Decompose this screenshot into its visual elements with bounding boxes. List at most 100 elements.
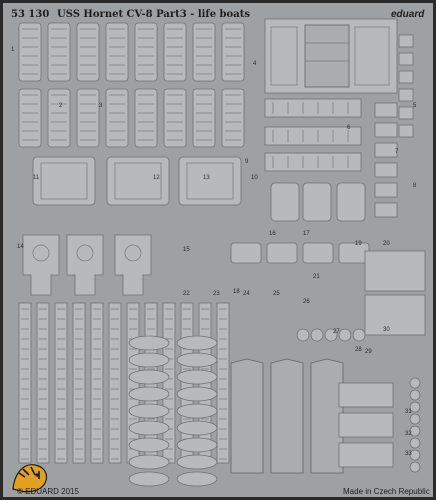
ladder-strip xyxy=(90,302,104,464)
oval-raft xyxy=(128,437,170,453)
oval-raft xyxy=(128,352,170,368)
oval-raft xyxy=(176,352,218,368)
tiger-logo xyxy=(12,464,48,493)
boat-floor-grid xyxy=(221,22,245,82)
part-number: 22 xyxy=(183,291,190,297)
boat-floor-grid xyxy=(134,88,158,148)
small-rack xyxy=(398,34,414,48)
part-number: 29 xyxy=(365,349,372,355)
oval-raft xyxy=(176,420,218,436)
hull-section xyxy=(338,412,394,438)
deck-panel-large xyxy=(264,18,398,94)
hull-section xyxy=(338,442,394,468)
part-number: 28 xyxy=(355,347,362,353)
boat-floor-grid xyxy=(47,88,71,148)
oval-raft xyxy=(176,437,218,453)
boat-floor-grid xyxy=(76,22,100,82)
boat-floor-grid xyxy=(105,22,129,82)
boat-floor-grid xyxy=(134,22,158,82)
oval-raft xyxy=(128,386,170,402)
part-number: 21 xyxy=(313,274,320,280)
boat-floor-grid xyxy=(18,88,42,148)
product-title: USS Hornet CV-8 Part3 - life boats xyxy=(57,9,250,20)
oval-raft xyxy=(176,403,218,419)
seat-frame xyxy=(302,182,332,222)
ladder-strip xyxy=(72,302,86,464)
boat-floor-grid xyxy=(192,22,216,82)
side-bracket xyxy=(374,142,398,158)
side-bracket xyxy=(374,182,398,198)
container-frame xyxy=(364,250,426,292)
part-number: 10 xyxy=(251,175,258,181)
product-number: 53 130 xyxy=(11,9,50,20)
part-number: 6 xyxy=(347,125,351,131)
part-number: 32 xyxy=(405,431,412,437)
part-number: 19 xyxy=(355,241,362,247)
hull-section xyxy=(338,382,394,408)
oval-raft xyxy=(128,369,170,385)
part-number: 4 xyxy=(253,61,257,67)
oval-rafts xyxy=(128,335,218,487)
ladder-strip xyxy=(18,302,32,464)
keel-plates xyxy=(230,358,394,474)
boat-floor-grid xyxy=(192,88,216,148)
railing-strip xyxy=(264,98,362,118)
float-net xyxy=(338,242,370,264)
oval-raft xyxy=(176,471,218,487)
round-part xyxy=(409,413,421,425)
ladder-strip xyxy=(162,302,176,464)
part-number: 33 xyxy=(405,451,412,457)
side-bracket xyxy=(374,102,398,118)
oval-raft xyxy=(176,454,218,470)
davit-frame xyxy=(22,234,60,296)
copyright-text: © EDUARD 2015 xyxy=(17,487,79,496)
part-number: 7 xyxy=(395,149,399,155)
part-number: 17 xyxy=(303,231,310,237)
part-number: 24 xyxy=(243,291,250,297)
davit-frame xyxy=(114,234,152,296)
part-number: 25 xyxy=(273,291,280,297)
side-racks xyxy=(264,34,414,218)
boat-floor-grids-top xyxy=(18,22,245,148)
side-bracket xyxy=(374,122,398,138)
keel-plate xyxy=(230,358,264,474)
oval-raft xyxy=(128,420,170,436)
keel-plate xyxy=(270,358,304,474)
round-part xyxy=(409,377,421,389)
boat-canopies xyxy=(32,156,242,206)
float-nets xyxy=(230,242,426,336)
part-number: 26 xyxy=(303,299,310,305)
round-parts xyxy=(296,328,421,473)
small-rack xyxy=(398,52,414,66)
boat-floor-grid xyxy=(163,88,187,148)
round-part xyxy=(409,437,421,449)
ladder-strip xyxy=(54,302,68,464)
round-part xyxy=(338,328,352,342)
part-number: 1 xyxy=(11,47,15,53)
railing-strip xyxy=(264,152,362,172)
float-net xyxy=(266,242,298,264)
boat-canopy xyxy=(178,156,242,206)
part-number: 9 xyxy=(245,159,249,165)
part-number: 12 xyxy=(153,175,160,181)
oval-raft xyxy=(128,454,170,470)
part-number: 31 xyxy=(405,409,412,415)
part-number: 14 xyxy=(17,244,24,250)
oval-raft xyxy=(176,369,218,385)
small-rack xyxy=(398,106,414,120)
container-frame xyxy=(364,294,426,336)
part-number: 23 xyxy=(213,291,220,297)
oval-raft xyxy=(176,386,218,402)
part-number: 16 xyxy=(269,231,276,237)
oval-raft xyxy=(176,335,218,351)
part-number: 27 xyxy=(333,329,340,335)
float-net xyxy=(302,242,334,264)
round-part xyxy=(409,389,421,401)
small-rack xyxy=(398,70,414,84)
keel-plate xyxy=(310,358,344,474)
boat-floor-grid xyxy=(18,22,42,82)
origin-text: Made in Czech Republic xyxy=(343,487,430,496)
round-part xyxy=(352,328,366,342)
